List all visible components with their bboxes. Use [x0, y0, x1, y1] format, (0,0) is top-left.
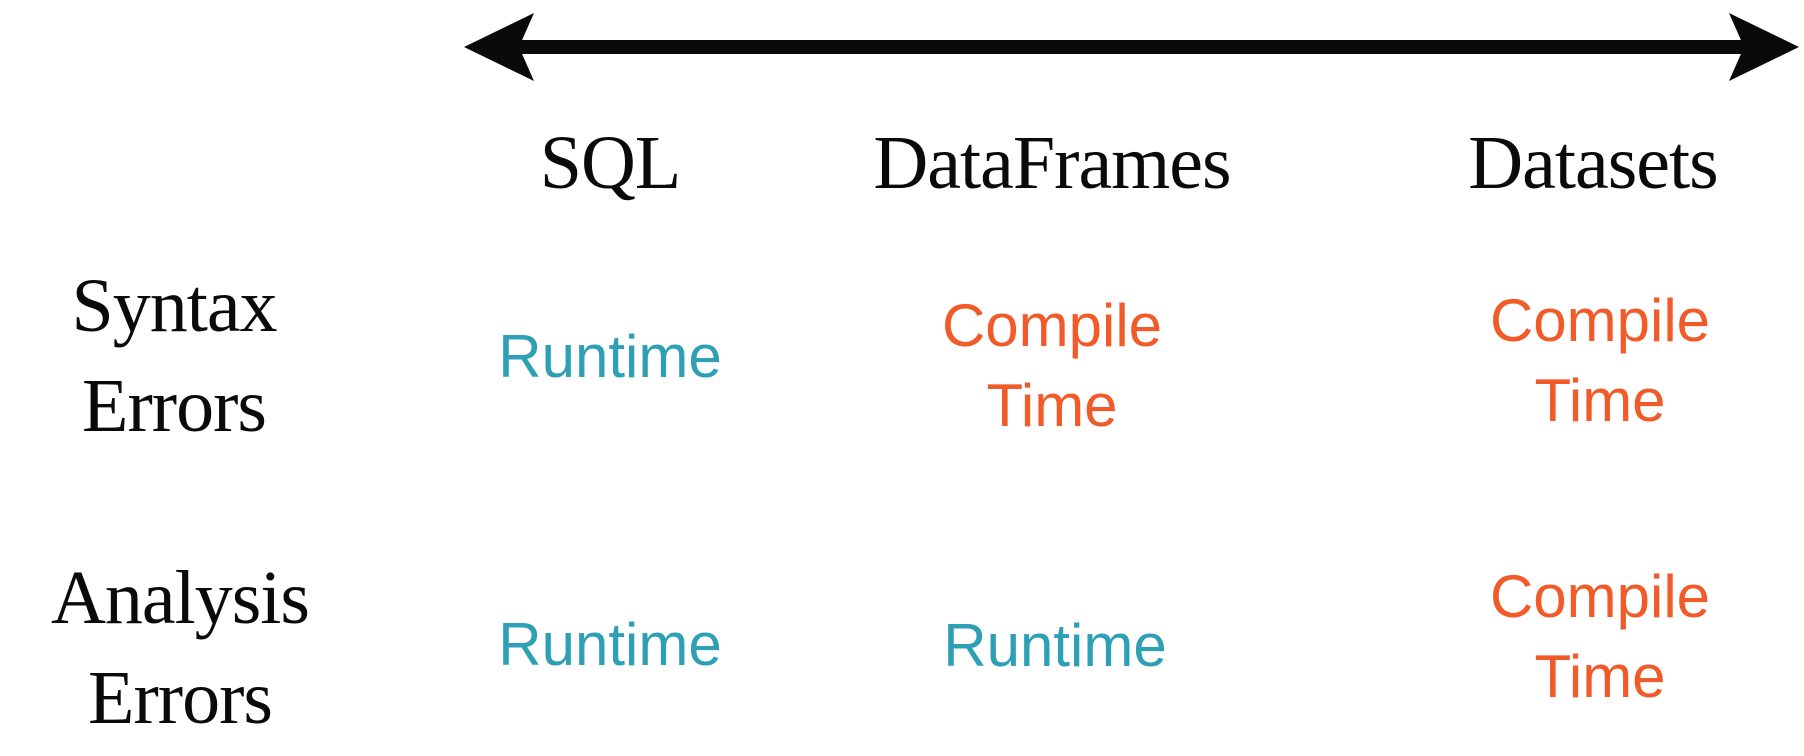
row-label-syntax-errors: Syntax Errors	[71, 264, 277, 448]
column-header-datasets: Datasets	[1468, 121, 1718, 205]
cell-analysis-sql: Runtime	[498, 611, 722, 678]
cell-analysis-dataframes: Runtime	[943, 612, 1167, 679]
arrow-right-head	[1729, 13, 1799, 81]
column-header-dataframes: DataFrames	[873, 121, 1231, 205]
arrow-left-head	[464, 13, 534, 81]
cell-syntax-datasets: Compile Time	[1489, 287, 1711, 434]
double-headed-arrow-icon	[464, 13, 1799, 81]
cell-syntax-sql: Runtime	[498, 323, 722, 390]
cell-syntax-dataframes: Compile Time	[941, 292, 1163, 439]
row-label-analysis-errors: Analysis Errors	[51, 556, 310, 740]
cell-analysis-datasets: Compile Time	[1489, 563, 1711, 710]
column-header-sql: SQL	[539, 121, 682, 205]
